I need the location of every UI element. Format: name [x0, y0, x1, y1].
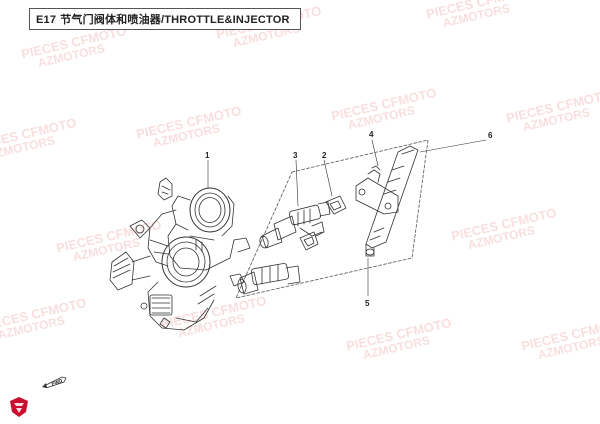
fuel-injector-lower-part	[237, 263, 301, 295]
fuel-rail-part	[355, 145, 419, 257]
leader-line-4	[371, 139, 379, 167]
leader-line-3	[295, 159, 299, 207]
callout-4: 4	[369, 130, 374, 139]
callout-1: 1	[205, 151, 210, 160]
diagram-title-text: 节气门阀体和喷油器/THROTTLE&INJECTOR	[60, 14, 290, 26]
callout-5: 5	[365, 299, 370, 308]
callout-6: 6	[488, 131, 493, 140]
brand-logo-icon	[10, 397, 28, 417]
fwd-arrow-icon: FWD	[42, 376, 67, 388]
leader-line-6	[419, 139, 487, 153]
injector-group-outline	[235, 139, 429, 299]
injector-clip-part	[299, 195, 347, 251]
callout-3: 3	[293, 151, 298, 160]
callout-2: 2	[322, 151, 327, 160]
fuel-injector-upper-part	[259, 201, 331, 249]
leader-line-2	[323, 159, 333, 197]
diagram-code: E17	[36, 14, 57, 26]
fwd-label: FWD	[51, 378, 64, 388]
throttle-body-part	[109, 177, 251, 331]
